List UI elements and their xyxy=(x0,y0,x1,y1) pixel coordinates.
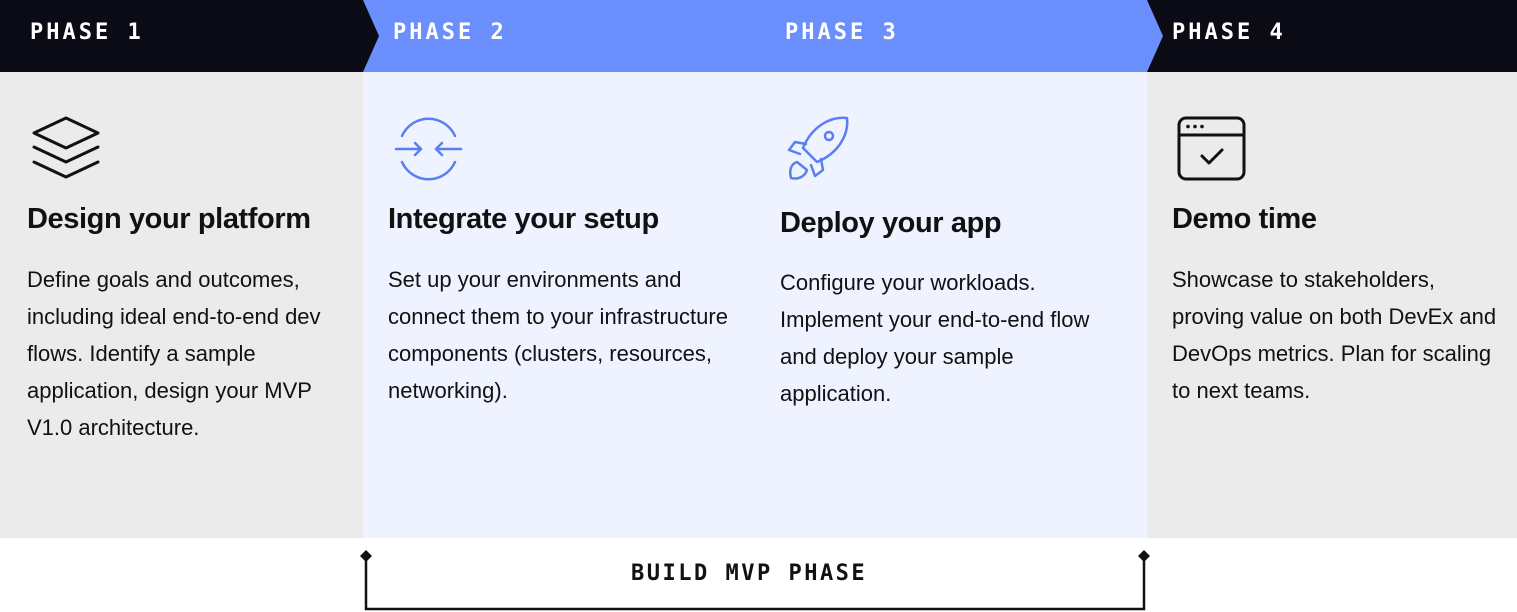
phase-3-description: Configure your workloads. Implement your… xyxy=(780,270,1090,406)
phase-4-label: PHASE 4 xyxy=(1172,20,1286,45)
phase-1-title: Design your platform xyxy=(27,203,311,235)
phase-4-description: Showcase to stakeholders, proving value … xyxy=(1172,267,1497,403)
layers-icon xyxy=(32,116,100,179)
phase-2-title: Integrate your setup xyxy=(388,203,659,235)
phase-4-panel xyxy=(1147,72,1517,538)
build-mvp-label: BUILD MVP PHASE xyxy=(631,561,868,586)
banner-blue-chevron xyxy=(363,0,1163,72)
phase-2-description: Set up your environments and connect the… xyxy=(388,267,728,403)
browser-check-icon xyxy=(1177,116,1246,181)
phase-3-label: PHASE 3 xyxy=(785,20,899,45)
phase-1-panel xyxy=(0,72,363,538)
bracket-right-diamond xyxy=(1138,550,1150,562)
phase-4-title: Demo time xyxy=(1172,203,1317,235)
rocket-icon xyxy=(787,116,849,180)
phase-1-label: PHASE 1 xyxy=(30,20,144,45)
bracket-left-diamond xyxy=(360,550,372,562)
bracket-line xyxy=(364,557,1146,611)
build-mvp-panel xyxy=(363,72,1147,538)
phase-3-title: Deploy your app xyxy=(780,207,1002,239)
integrate-arrows-icon xyxy=(394,117,463,181)
phase-1-description: Define goals and outcomes, including ide… xyxy=(27,267,321,440)
phase-banner xyxy=(0,0,1517,72)
phase-2-label: PHASE 2 xyxy=(393,20,507,45)
